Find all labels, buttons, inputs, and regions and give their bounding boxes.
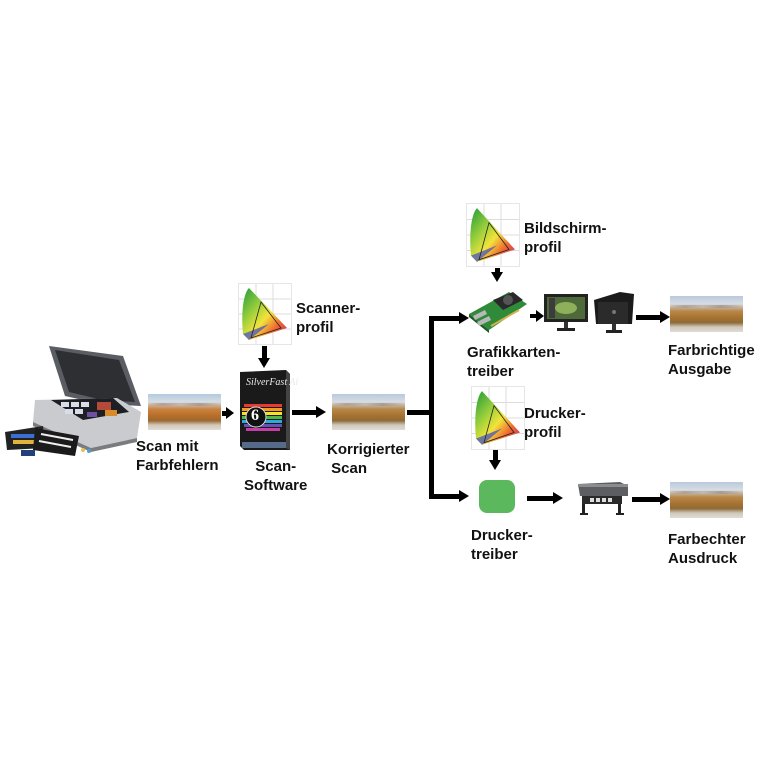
printer-profile-gamut-chart (471, 386, 525, 450)
arrow-card-to-monitor (530, 314, 538, 318)
silverfast-box-title: SilverFast Ai (246, 377, 299, 388)
arrow-to-printer-driver (429, 494, 461, 499)
arrowhead-right (660, 311, 670, 323)
arrowhead-right (316, 406, 326, 418)
arrow-monitor-to-output (636, 315, 662, 320)
colorfast-print-photo (670, 482, 743, 518)
color-gamut-chart-icon (239, 284, 291, 344)
arrow-scanner-profile-down (262, 346, 267, 360)
arrowhead-down (491, 272, 503, 282)
color-gamut-chart-icon (472, 387, 524, 449)
monitor-profile-gamut-chart (466, 203, 520, 267)
arrowhead-right (660, 493, 670, 505)
color-gamut-chart-icon (467, 204, 519, 266)
scan-software-label: Scan- Software (244, 458, 308, 494)
color-correct-output-photo (670, 296, 743, 332)
printer-profile-label: Drucker- profil (524, 405, 586, 441)
corrected-scan-photo (332, 394, 405, 430)
arrow-to-graphics-driver (429, 316, 461, 321)
arrowhead-right (536, 310, 544, 322)
monitor-icon (544, 292, 634, 334)
connector-vertical (429, 316, 434, 499)
connector-horizontal (407, 410, 431, 415)
scan-with-color-errors-photo (148, 394, 221, 430)
graphics-card-icon (467, 290, 529, 334)
silverfast-box-version: 6 (251, 407, 259, 424)
scanner-profile-label: Scanner- profil (296, 300, 361, 336)
graphics-driver-label: Grafikkarten- treiber (467, 344, 561, 380)
arrowhead-right (226, 407, 234, 419)
monitor-profile-label: Bildschirm- profil (524, 220, 607, 256)
silverfast-box-icon: SilverFast Ai 6 (236, 370, 298, 450)
arrowhead-down (258, 358, 270, 368)
arrowhead-right (459, 312, 469, 324)
arrowhead-right (553, 492, 563, 504)
output-display-label: Farbrichtige Ausgabe (668, 342, 755, 378)
corrected-scan-label: Korrigierter Scan (327, 441, 410, 477)
scanner-profile-gamut-chart (238, 283, 292, 345)
arrow-driver-to-printer (527, 496, 555, 501)
arrow-scan-to-software (222, 411, 228, 416)
scan-raw-label: Scan mit Farbfehlern (136, 438, 219, 474)
arrowhead-down (489, 460, 501, 470)
printer-driver-label: Drucker- treiber (471, 527, 533, 563)
arrow-software-to-corrected (292, 410, 318, 415)
flatbed-scanner-icon (5, 338, 145, 456)
printer-driver-box (479, 480, 515, 513)
arrow-printer-profile-down (493, 450, 498, 462)
arrowhead-right (459, 490, 469, 502)
large-format-printer-icon (576, 480, 630, 516)
arrow-printer-to-output (632, 497, 662, 502)
arrow-monitor-profile-down (495, 268, 500, 274)
output-print-label: Farbechter Ausdruck (668, 531, 746, 567)
